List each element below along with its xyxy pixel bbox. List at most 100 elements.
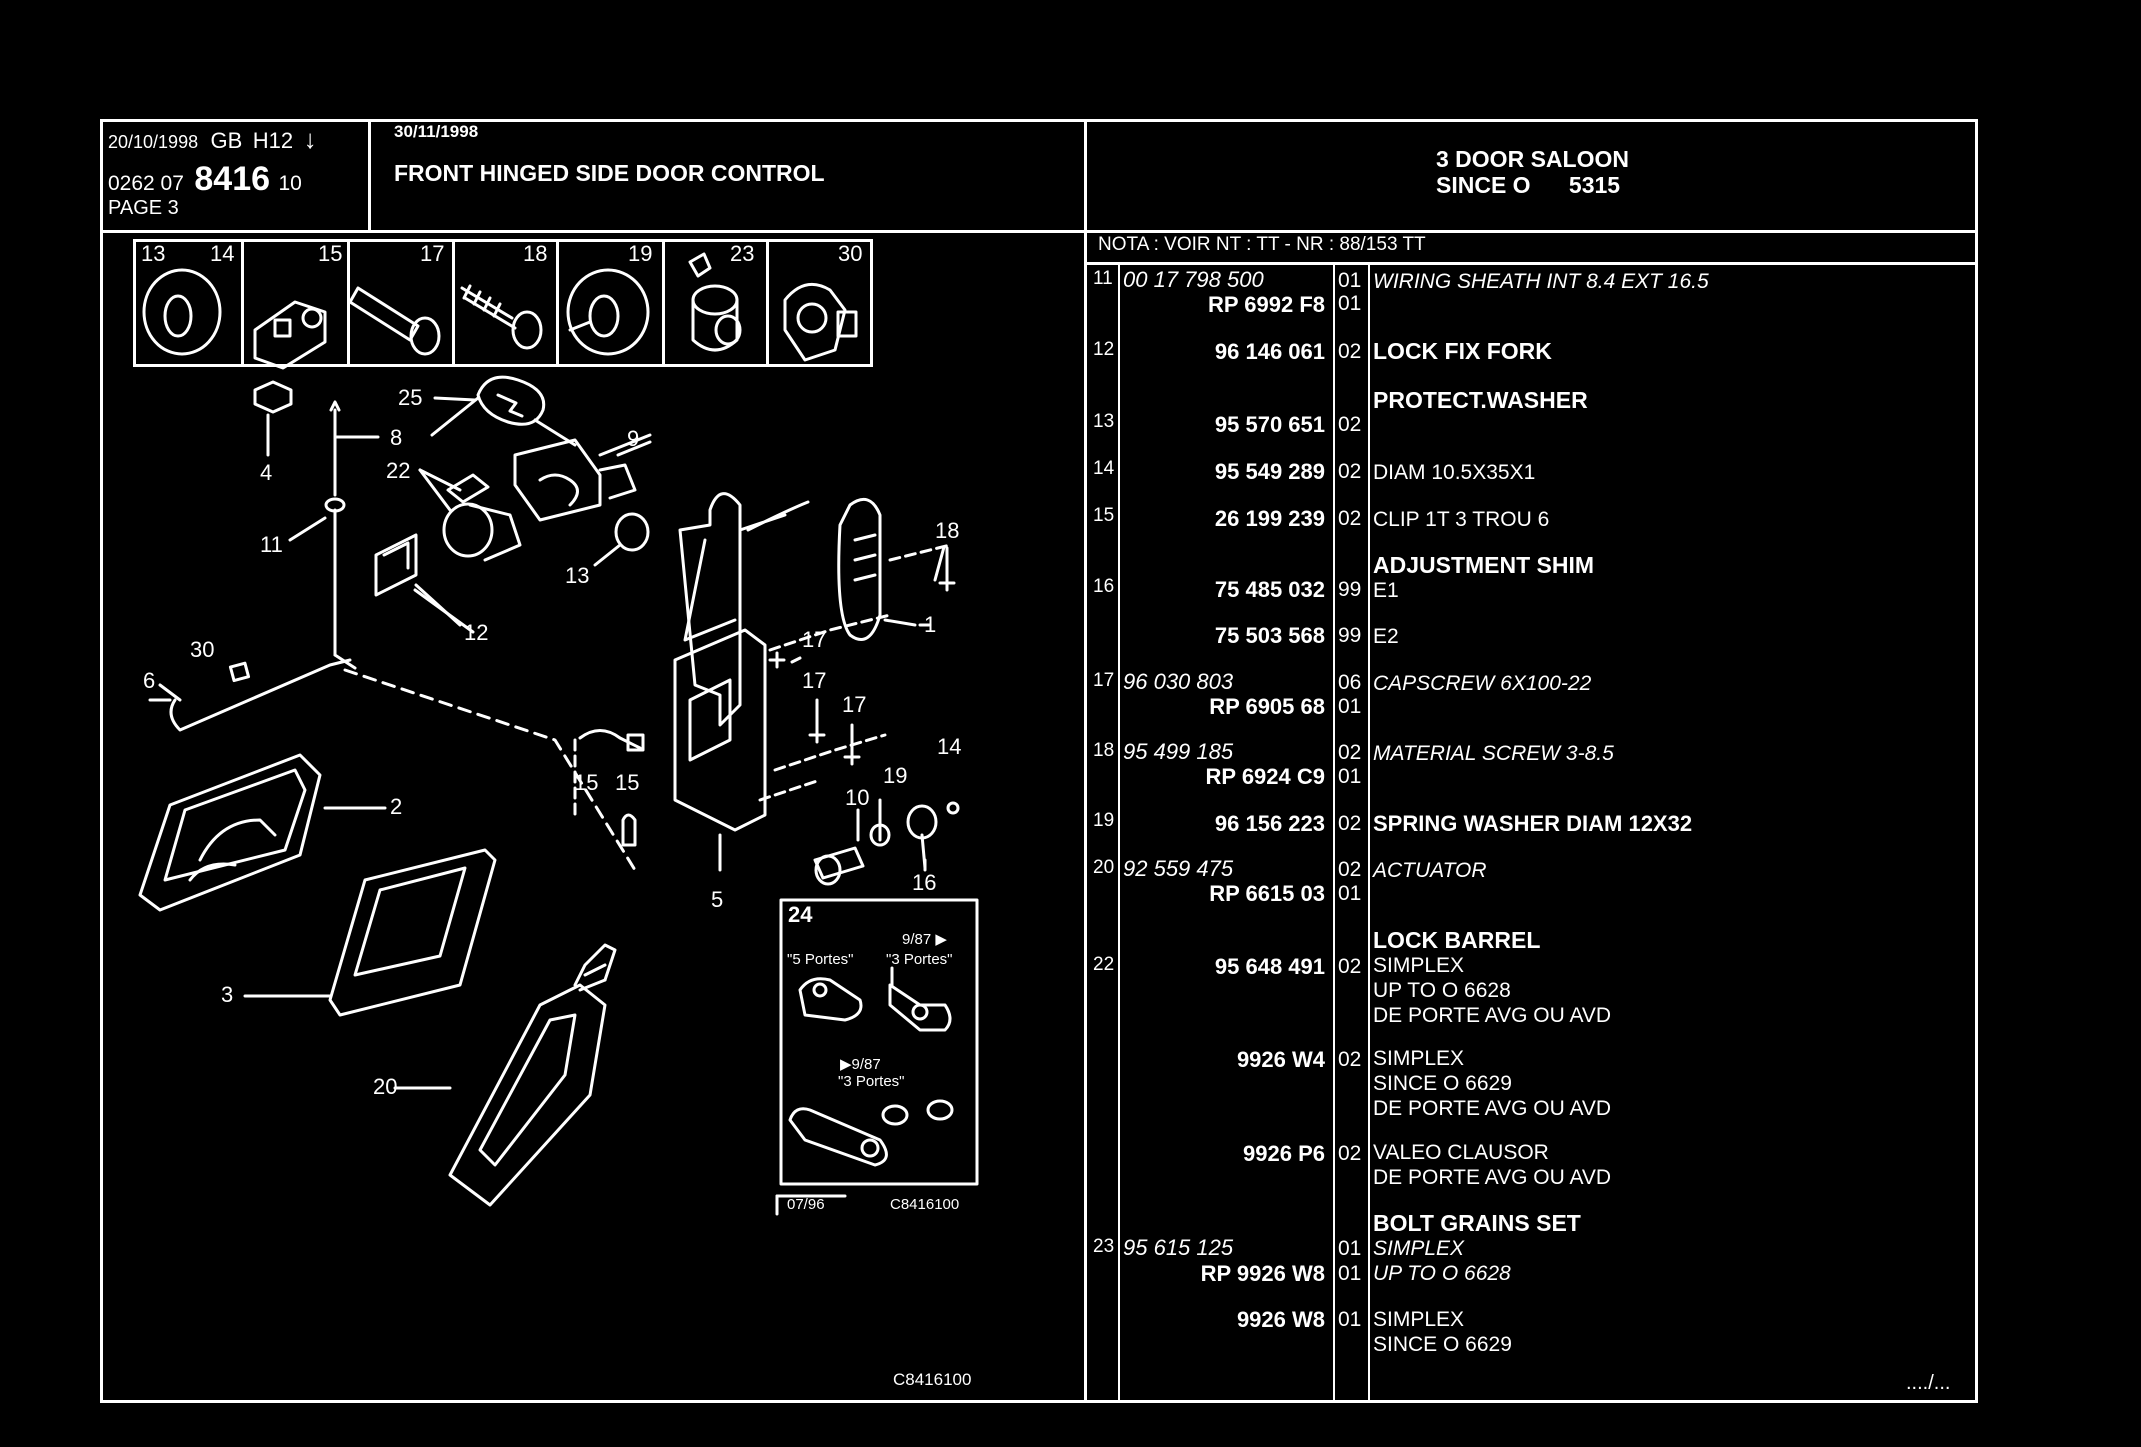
header-ref-prefix: 0262 07 [108, 172, 184, 195]
thumb-label: 19 [628, 241, 653, 266]
divider-header-left [100, 230, 1086, 233]
part-description: LOCK FIX FORK [1373, 338, 1552, 364]
callout-label: 17 [802, 668, 827, 693]
page-title: FRONT HINGED SIDE DOOR CONTROL [394, 160, 825, 186]
part-reference: 96 156 223 [1214, 811, 1325, 836]
thumb-divider [556, 239, 559, 367]
part-description: DIAM 10.5X35X1 [1373, 461, 1536, 484]
callout-label: 2 [390, 794, 403, 819]
inset-footer-code: C8416100 [890, 1196, 960, 1213]
item-number: 12 [1093, 339, 1115, 360]
divider-left-right [1084, 119, 1087, 1403]
part-quantity: 99 [1338, 624, 1362, 647]
part-quantity: 01 [1338, 1262, 1362, 1285]
part-description: PROTECT.WASHER [1373, 387, 1588, 413]
part-reference: RP 9926 W8 [1200, 1261, 1325, 1286]
thumb-label: 30 [838, 241, 863, 266]
part-quantity: 01 [1338, 1237, 1362, 1260]
thumb-label: 23 [730, 241, 755, 266]
part-reference: 95 615 125 [1123, 1235, 1234, 1260]
callout-label: 20 [373, 1074, 398, 1099]
item-number: 20 [1093, 857, 1115, 878]
callout-label: 19 [883, 763, 908, 788]
inset-label: "3 Portes" [886, 951, 953, 968]
part-reference: RP 6615 03 [1209, 881, 1325, 906]
header-lang: GB [210, 128, 243, 153]
column-line-ref [1333, 262, 1335, 1403]
part-quantity: 01 [1338, 882, 1362, 905]
callout-label: 3 [221, 982, 234, 1007]
model-line-2: SINCE O 5315 [1436, 172, 1621, 198]
washer-icon [142, 268, 222, 356]
diagram-code: C8416100 [893, 1370, 972, 1389]
part-reference: 95 549 289 [1214, 459, 1325, 484]
part-reference: 95 499 185 [1123, 739, 1234, 764]
part-description: CLIP 1T 3 TROU 6 [1373, 508, 1550, 531]
callout-label: 18 [935, 518, 960, 543]
column-line-qty [1368, 262, 1370, 1403]
part-quantity: 02 [1338, 1142, 1362, 1165]
part-reference: 9926 P6 [1243, 1141, 1325, 1166]
inset-label: "3 Portes" [838, 1073, 905, 1090]
part-reference: 96 030 803 [1123, 669, 1234, 694]
nota-line: NOTA : VOIR NT : TT - NR : 88/153 TT [1098, 234, 1426, 255]
part-quantity: 02 [1338, 507, 1362, 530]
part-reference: 95 648 491 [1214, 954, 1325, 979]
callout-label: 9 [627, 426, 640, 451]
part-description: WIRING SHEATH INT 8.4 EXT 16.5 [1373, 270, 1709, 293]
part-quantity: 02 [1338, 1048, 1362, 1071]
item-number: 23 [1093, 1236, 1115, 1257]
callout-label: 15 [574, 770, 599, 795]
header-ref-main: 8416 [194, 160, 271, 198]
part-description: SIMPLEX UP TO O 6628 DE PORTE AVG OU AVD [1373, 954, 1612, 1027]
callout-label: 10 [845, 785, 870, 810]
part-quantity: 01 [1338, 765, 1362, 788]
part-description: SIMPLEX SINCE O 6629 [1373, 1308, 1512, 1356]
part-description: E2 [1373, 625, 1399, 648]
part-quantity: 01 [1338, 292, 1362, 315]
callout-label: 5 [711, 887, 724, 912]
item-number: 13 [1093, 411, 1115, 432]
part-reference: 96 146 061 [1214, 339, 1325, 364]
part-reference: 9926 W4 [1236, 1047, 1325, 1072]
part-quantity: 99 [1338, 578, 1362, 601]
inset-label: ▶9/87 [840, 1056, 881, 1073]
callout-label: 17 [802, 627, 827, 652]
thumb-divider [347, 239, 350, 367]
part-description: MATERIAL SCREW 3-8.5 [1373, 742, 1614, 765]
part-description: LOCK BARREL [1373, 927, 1541, 953]
inset-label: 9/87 ▶ [902, 931, 947, 948]
header-reference: 0262 07 8416 10 [108, 160, 302, 199]
divider-nota [1084, 262, 1978, 265]
part-quantity: 01 [1338, 269, 1362, 292]
capscrew-icon [348, 286, 441, 356]
part-description: ACTUATOR [1373, 859, 1487, 882]
part-quantity: 02 [1338, 812, 1362, 835]
callout-label: 30 [190, 637, 215, 662]
part-reference: RP 6905 68 [1209, 694, 1325, 719]
thumb-divider [766, 239, 769, 367]
inset-parts-icon [788, 966, 954, 1167]
part-reference: 92 559 475 [1123, 856, 1234, 881]
callout-label: 6 [143, 668, 156, 693]
callout-label: 1 [924, 612, 937, 637]
part-description: E1 [1373, 579, 1399, 602]
callout-label: 8 [390, 425, 403, 450]
thumb-divider [452, 239, 455, 367]
clip-icon [253, 300, 327, 370]
part-description: SIMPLEX SINCE O 6629 DE PORTE AVG OU AVD [1373, 1047, 1612, 1120]
part-quantity: 02 [1338, 741, 1362, 764]
part-quantity: 06 [1338, 671, 1362, 694]
model-line-1: 3 DOOR SALOON [1436, 146, 1629, 172]
callout-label: 15 [615, 770, 640, 795]
header-ref-suffix: 10 [278, 172, 302, 195]
header-date: 20/10/1998 [108, 132, 199, 152]
inset-label: "5 Portes" [787, 951, 854, 968]
page-frame [100, 119, 1978, 1403]
thumb-divider [241, 239, 244, 367]
part-quantity: 02 [1338, 858, 1362, 881]
spring-washer-icon [566, 268, 650, 356]
fastener-icon [783, 282, 858, 362]
header-arrow: ↓ [303, 124, 317, 154]
